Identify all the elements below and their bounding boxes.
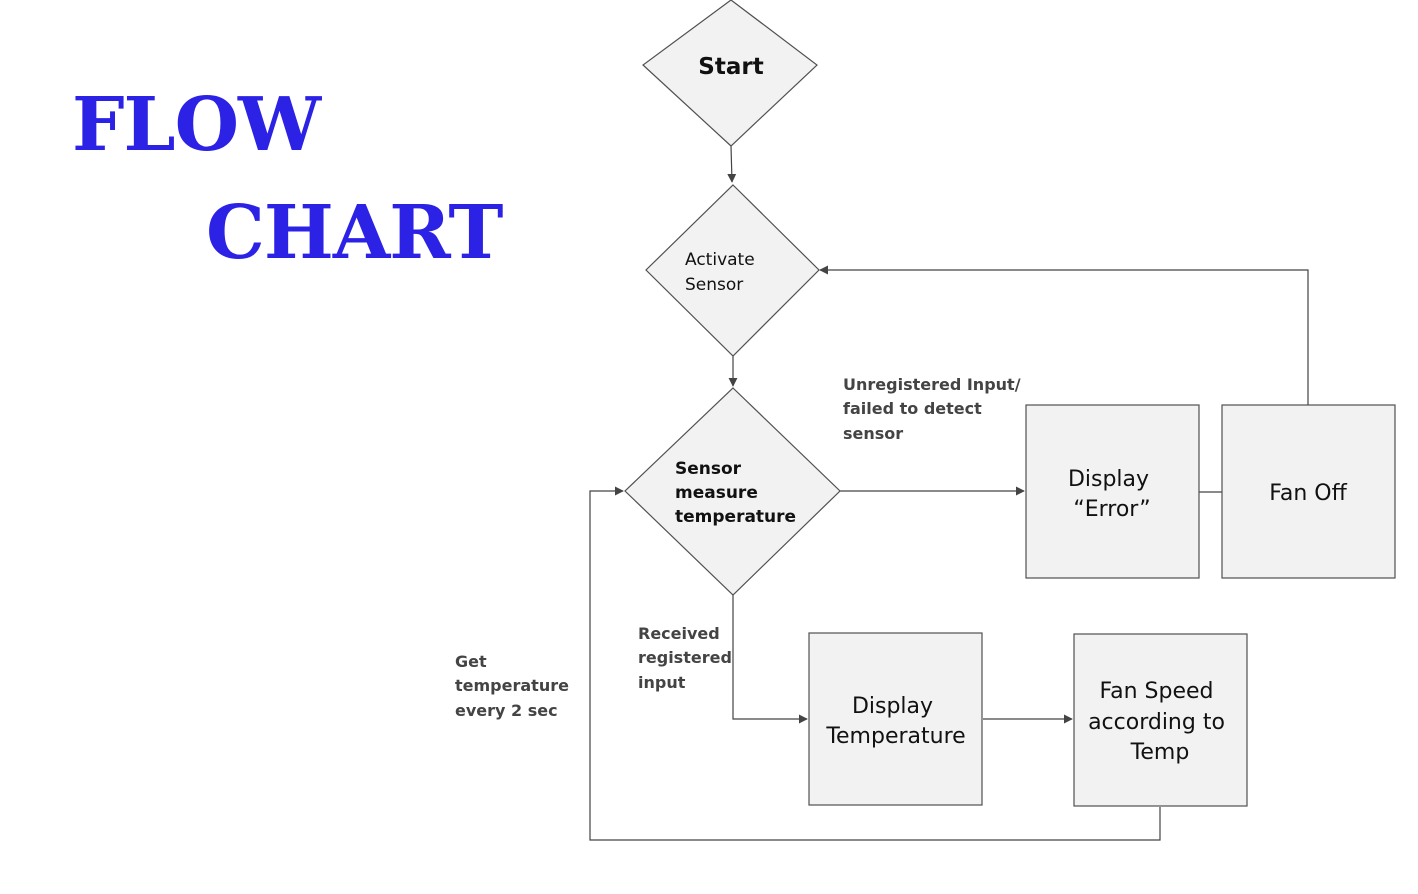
node-start: Start xyxy=(642,0,818,147)
sensor-measure-diamond xyxy=(624,387,841,596)
flowchart-title: FLOW CHART xyxy=(72,82,504,276)
start-label: Start xyxy=(698,54,763,80)
start-diamond xyxy=(642,0,818,147)
activate-sensor-diamond xyxy=(645,184,820,357)
node-display-temperature: Display Temperature xyxy=(808,632,983,806)
edge-label-received: Received registered input xyxy=(638,624,737,692)
edges xyxy=(589,145,1309,841)
node-sensor-measure: Sensor measure temperature xyxy=(624,387,841,596)
fan-speed-box xyxy=(1073,633,1248,807)
edge-fan-off-to-activate xyxy=(819,265,1309,405)
fan-off-box xyxy=(1221,404,1396,579)
display-temperature-box xyxy=(808,632,983,806)
activate-sensor-label: Activate Sensor xyxy=(685,250,760,295)
sensor-measure-label: Sensor measure temperature xyxy=(675,459,796,527)
edge-label-unregistered: Unregistered Input/ failed to detect sen… xyxy=(843,375,1026,443)
display-error-label: Display “Error” xyxy=(1068,467,1156,522)
title-line-flow: FLOW xyxy=(72,82,322,168)
title-line-chart: CHART xyxy=(206,190,503,276)
node-fan-off: Fan Off xyxy=(1221,404,1396,579)
fan-off-label: Fan Off xyxy=(1269,481,1347,506)
node-fan-speed: Fan Speed according to Temp xyxy=(1073,633,1248,807)
edge-measure-to-display-temperature xyxy=(732,595,808,724)
edge-start-to-activate xyxy=(727,145,737,183)
fan-speed-label: Fan Speed according to Temp xyxy=(1088,679,1232,765)
node-activate-sensor: Activate Sensor xyxy=(645,184,820,357)
edge-label-get-temperature: Get temperature every 2 sec xyxy=(455,652,575,720)
edge-fan-speed-loop-to-measure xyxy=(589,486,1161,841)
display-error-box xyxy=(1025,404,1200,579)
display-temperature-label: Display Temperature xyxy=(825,694,965,749)
node-display-error: Display “Error” xyxy=(1025,404,1200,579)
